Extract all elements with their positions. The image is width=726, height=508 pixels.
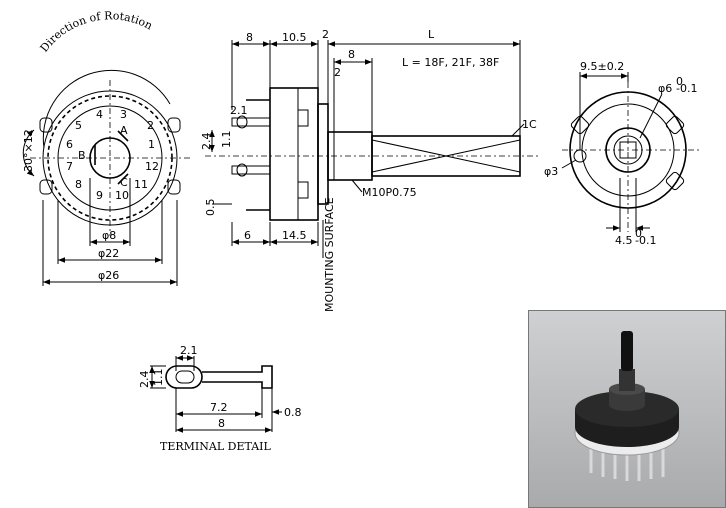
rear-view: 9.5±0.2 φ6 0 -0.1 φ3 4.5 0 -0.1 [544,60,700,247]
lug-right-top [167,117,181,133]
rear-lug-br [665,171,685,191]
dim-phi6-tol-top: 0 [676,75,683,88]
dim-9-5: 9.5±0.2 [580,60,624,73]
terminal-blade [202,365,273,389]
pole-c-label: C [120,176,128,189]
dim-2-1-side: 2.1 [230,104,248,117]
dim-td-1-1: 1.1 [152,369,165,387]
dim-4-5-tol-top: 0 [635,227,642,240]
pos-8: 8 [75,178,82,191]
terminal-2-eye [236,163,248,177]
pos-1: 1 [148,138,155,151]
angle-arc [22,129,35,177]
dim-phi3: φ3 [544,165,558,178]
dim-10-5: 10.5 [282,31,307,44]
dim-14-5: 14.5 [282,229,307,242]
terminal-detail-title: TERMINAL DETAIL [160,440,272,453]
dim-0-5-side: 0.5 [204,199,217,217]
dim-8-top: 8 [246,31,253,44]
angle-label: 30°×12 [22,129,35,172]
dim-2-top: 2 [322,28,329,41]
front-view: Direction of Rotation 1 2 3 4 5 6 7 8 9 … [22,9,190,286]
dim-phi26: φ26 [98,269,119,282]
dim-6: 6 [244,229,251,242]
dim-td-0-8: 0.8 [284,406,302,419]
photo-nut [609,389,645,411]
product-photo-drawing [574,331,680,481]
dim-td-2-1: 2.1 [180,344,198,357]
terminal-2 [231,165,271,175]
dim-phi22: φ22 [98,247,119,260]
terminal-eye-hole [175,370,195,384]
dim-4-5: 4.5 [615,234,633,247]
rotation-arrow [42,69,171,149]
pos-10: 10 [115,189,129,202]
lug-left-bottom [39,179,53,195]
dim-4-5-tol-bottom: -0.1 [635,234,656,247]
pos-12: 12 [145,160,159,173]
terminal-detail: 2.1 2.4 1.1 7.2 8 0.8 TERMINAL DETAIL [138,344,302,453]
pos-5: 5 [75,119,82,132]
dim-td-7-2: 7.2 [210,401,228,414]
lug-right-bottom [167,179,181,195]
mounting-flange [317,103,329,205]
thread-leader [351,179,363,193]
rear-lug-tl [570,115,590,135]
pole-a-marker [117,130,129,142]
pos-7: 7 [66,160,73,173]
side-view: 8 10.5 2 L 8 2 L = 18F, 21F, 38F 1C 2.1 … [200,28,540,312]
mounting-surface-label: MOUNTING SURFACE [323,197,336,312]
dim-phi6-tol-bottom: -0.1 [676,82,697,95]
dim-td-8: 8 [218,417,225,430]
dim-td-2-4: 2.4 [138,371,151,389]
dim-2-mid: 2 [334,66,341,79]
rear-lug-tr [665,115,685,135]
dim-L: L [428,28,435,41]
dim-2-4-side: 2.4 [200,133,213,151]
rotation-title: Direction of Rotation [38,9,155,54]
dim-1-1-side: 1.1 [220,131,233,149]
switch-body [269,87,319,221]
chamfer-label: 1C [522,118,537,131]
pos-2: 2 [147,119,154,132]
chamfer-leader [511,123,525,137]
pole-c-marker [117,173,129,185]
pos-9: 9 [96,189,103,202]
product-photo [528,310,726,508]
pole-b-label: B [78,149,86,162]
dim-phi8: φ8 [102,229,116,242]
dim-8-shaft: 8 [348,48,355,61]
shaft-flat [619,141,637,159]
rotor-tab-bottom [297,181,309,199]
phi6-leader [639,93,663,139]
pos-4: 4 [96,108,103,121]
photo-bushing [619,369,635,391]
pos-11: 11 [134,178,148,191]
photo-shaft [621,331,633,371]
rotor-tab-top [297,109,309,127]
shaft [371,135,521,177]
dim-phi6: φ6 [658,82,672,95]
lug-left-top [39,117,53,133]
terminal-1 [231,117,271,127]
pos-6: 6 [66,138,73,151]
terminal-eye-outer [165,365,203,389]
terminal-1-eye [236,115,248,129]
L-note: L = 18F, 21F, 38F [402,56,499,69]
thread-label: M10P0.75 [362,186,417,199]
pos-3: 3 [120,108,127,121]
phi3-leader [561,159,577,169]
pole-a-label: A [120,124,128,137]
